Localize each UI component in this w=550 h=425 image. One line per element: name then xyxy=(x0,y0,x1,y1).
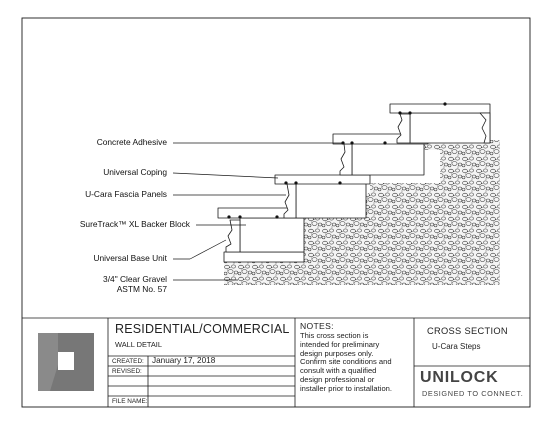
notes-line: installer prior to installation. xyxy=(300,383,393,393)
step3-backer-block xyxy=(351,142,425,176)
top-fascia xyxy=(396,113,411,144)
notes-line: design professional or xyxy=(300,374,375,384)
drawing-border xyxy=(21,17,531,408)
label-backer-block: SureTrack™ XL Backer Block xyxy=(79,219,190,229)
created-label: CREATED: xyxy=(112,358,144,365)
notes-line: intended for preliminary xyxy=(300,339,380,349)
notes-body: This cross section is intended for preli… xyxy=(300,331,393,394)
section-name: U-Cara Steps xyxy=(432,342,481,351)
project-subtitle: WALL DETAIL xyxy=(115,340,162,349)
created-value: January 17, 2018 xyxy=(152,356,216,365)
step2-coping xyxy=(274,174,371,185)
revised-label: REVISED: xyxy=(112,368,142,375)
leader-lines xyxy=(172,142,343,281)
base-unit xyxy=(223,251,305,263)
top-backer-block xyxy=(409,112,491,144)
notes-heading: NOTES: xyxy=(300,321,334,331)
title-block-frame xyxy=(22,317,530,407)
top-fascia-back xyxy=(479,112,491,144)
notes-line: Confirm site conditions and xyxy=(300,357,392,367)
step1-fascia xyxy=(225,219,241,253)
project-title: RESIDENTIAL/COMMERCIAL xyxy=(115,322,290,336)
file-name-label: FILE NAME: xyxy=(112,398,148,405)
brand-tagline: DESIGNED TO CONNECT. xyxy=(422,389,524,398)
step2-backer-block xyxy=(295,182,367,219)
step3-fascia xyxy=(339,143,353,176)
label-fascia-panels: U-Cara Fascia Panels xyxy=(85,189,167,199)
top-coping xyxy=(389,103,491,114)
notes-line: This cross section is xyxy=(300,331,369,340)
brand-name: UNILOCK xyxy=(420,369,499,386)
unilock-logo-mark xyxy=(38,333,94,391)
label-gravel: 3/4" Clear Gravel ASTM No. 57 xyxy=(103,274,167,294)
label-gravel-line2: ASTM No. 57 xyxy=(116,283,167,294)
notes-line: design purposes only. xyxy=(300,348,374,358)
step2-fascia xyxy=(283,183,297,219)
label-concrete-adhesive: Concrete Adhesive xyxy=(96,137,167,147)
notes-line: consult with a qualified xyxy=(300,366,377,376)
cross-section-heading: CROSS SECTION xyxy=(427,326,508,336)
step1-backer-block xyxy=(239,217,305,253)
label-base-unit: Universal Base Unit xyxy=(93,253,167,263)
label-gravel-line1: 3/4" Clear Gravel xyxy=(103,274,167,284)
step-assembly xyxy=(217,103,491,263)
label-universal-coping: Universal Coping xyxy=(103,167,167,177)
